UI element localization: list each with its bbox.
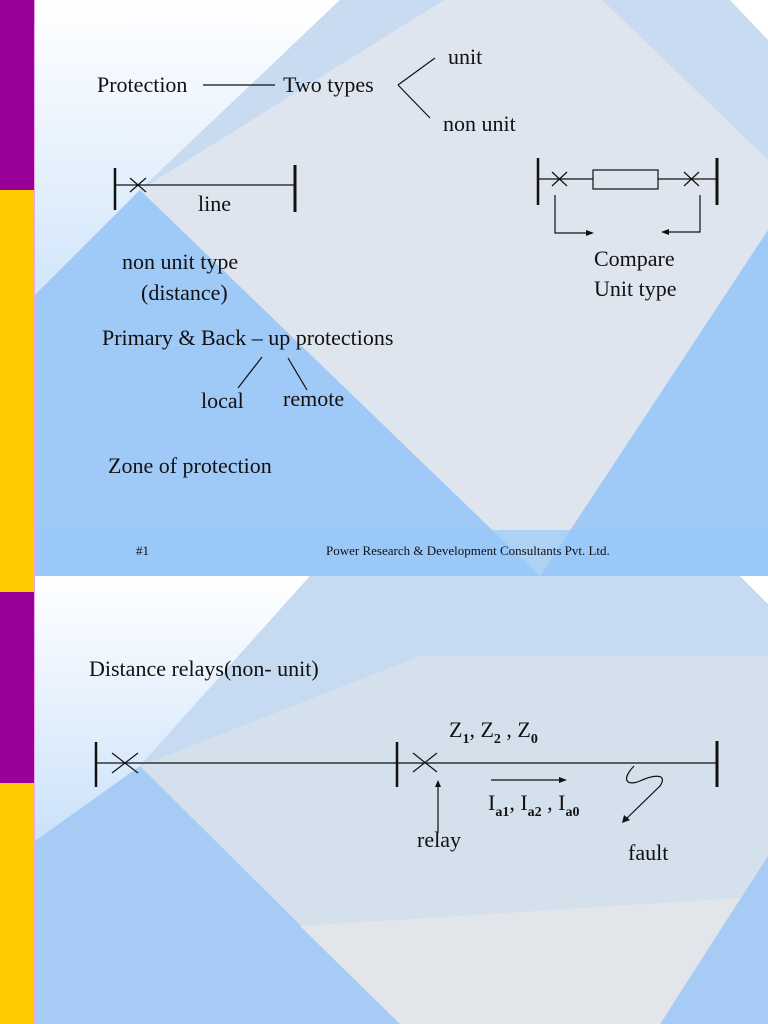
z-symbol: Z (449, 717, 463, 742)
line-label: line (198, 191, 231, 216)
footer-company: Power Research & Development Consultants… (326, 543, 610, 558)
strip-edge (34, 576, 35, 1024)
current-label: Ia1, Ia2 , Ia0 (488, 790, 580, 820)
unit-label: unit (448, 44, 483, 69)
accent-strip-purple (0, 592, 34, 783)
local-label: local (201, 388, 244, 413)
z2-subscript: 2 (493, 732, 501, 747)
z-symbol: Z (480, 717, 494, 742)
z-symbol: Z (517, 717, 531, 742)
compare-label: Compare (594, 246, 675, 271)
unit-type-label: Unit type (594, 276, 677, 301)
relay-label: relay (417, 827, 461, 852)
z1-subscript: 1 (462, 732, 470, 747)
fault-label: fault (628, 840, 669, 865)
non-unit-label: non unit (443, 111, 516, 136)
i-symbol: I (520, 790, 528, 815)
z0-subscript: 0 (530, 732, 538, 747)
i-symbol: I (558, 790, 566, 815)
zone-of-protection-label: Zone of protection (108, 453, 272, 478)
strip-edge (34, 0, 35, 576)
slide-2: Distance relays(non- unit) Z1, Z2 , Z0 I… (0, 576, 768, 1024)
ia2-subscript: a2 (527, 805, 542, 820)
protection-label: Protection (97, 72, 188, 97)
slide-1: Protection Two types unit non unit line … (0, 0, 768, 576)
ia1-subscript: a1 (495, 805, 510, 820)
slide1-diagram (113, 57, 719, 391)
slide-background (0, 576, 768, 1024)
remote-label: remote (283, 386, 345, 411)
ia0-subscript: a0 (565, 805, 580, 820)
accent-strip-yellow (0, 783, 34, 1024)
slide-background (0, 0, 768, 576)
two-types-label: Two types (283, 72, 374, 97)
accent-strip-yellow-top (0, 576, 34, 592)
primary-backup-label: Primary & Back – up protections (102, 325, 394, 350)
non-unit-type-label: non unit type (122, 249, 239, 274)
distance-label: (distance) (141, 280, 228, 305)
impedance-label: Z1, Z2 , Z0 (449, 717, 538, 747)
slide-number: #1 (136, 543, 149, 558)
i-symbol: I (488, 790, 496, 815)
accent-strip-yellow (0, 190, 34, 576)
slide2-diagram (94, 741, 719, 833)
accent-strip-purple (0, 0, 34, 190)
slide-title: Distance relays(non- unit) (89, 656, 319, 681)
